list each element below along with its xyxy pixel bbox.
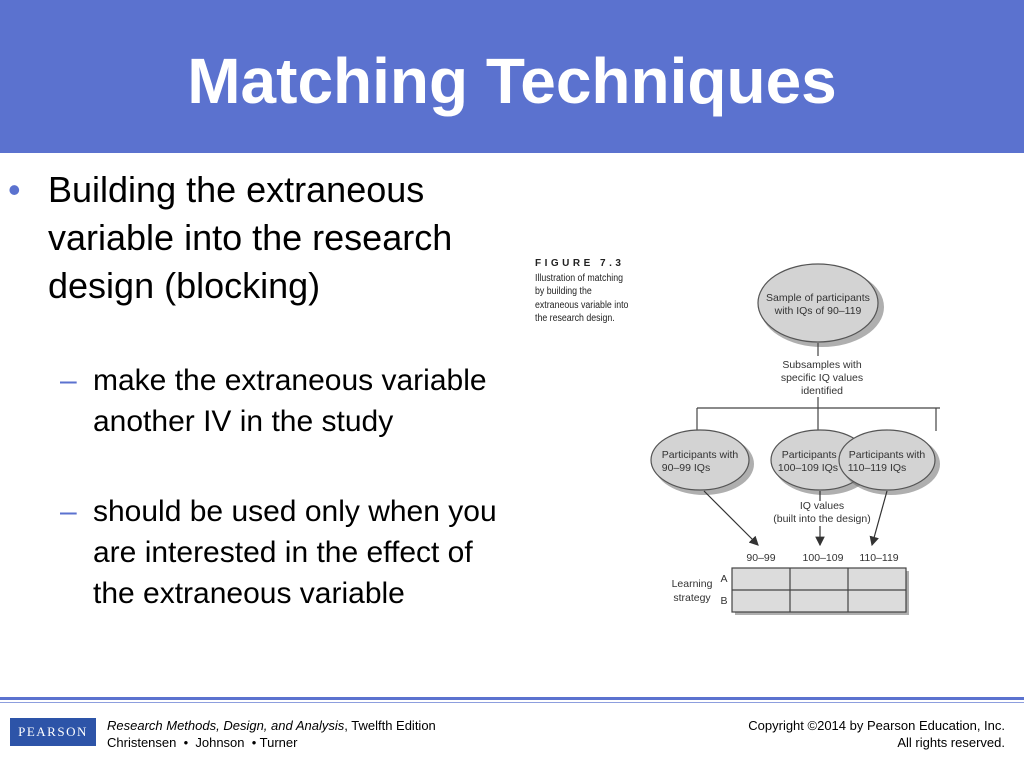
- group-oval-line1: Participants with: [662, 449, 739, 461]
- group-oval-line2: 110–119 IQs: [848, 462, 907, 474]
- book-citation: Research Methods, Design, and Analysis, …: [107, 717, 436, 751]
- copyright: Copyright ©2014 by Pearson Education, In…: [748, 717, 1005, 751]
- sub-bullet-marker: –: [60, 364, 77, 397]
- blocking-diagram: Sample of participants with IQs of 90–11…: [650, 263, 940, 615]
- figure-caption: FIGURE 7.3 Illustration of matching by b…: [535, 257, 635, 326]
- figure-caption-text: Illustration of matching by building the…: [535, 272, 629, 325]
- group-oval-110-119: [838, 429, 936, 491]
- copyright-line2: All rights reserved.: [897, 735, 1005, 750]
- book-title: Research Methods, Design, and Analysis: [107, 718, 345, 733]
- main-bullet-text: Building the extraneous variable into th…: [48, 169, 453, 306]
- arrow: [703, 490, 759, 546]
- group-oval-line1: Participants with: [849, 449, 926, 461]
- row-level-label: B: [720, 595, 727, 607]
- group-oval-90-99: [650, 429, 750, 491]
- row-factor-label-line2: strategy: [673, 592, 711, 604]
- title-bar: Matching Techniques: [0, 0, 1024, 153]
- iq-note-line2: (built into the design): [773, 513, 870, 525]
- iq-note-line1: IQ values: [800, 500, 844, 512]
- column-header: 100–109: [803, 552, 844, 564]
- sub-bullet-text: make the extraneous variable another IV …: [93, 364, 487, 438]
- pearson-logo: PEARSON: [10, 718, 96, 746]
- sub-bullet-text: should be used only when you are interes…: [93, 495, 497, 610]
- subsamples-note-line2: specific IQ values: [781, 372, 863, 384]
- row-level-label: A: [720, 573, 727, 585]
- subsamples-note-line1: Subsamples with: [782, 359, 862, 371]
- figure-label: FIGURE 7.3: [535, 258, 625, 269]
- column-header: 110–119: [859, 552, 898, 564]
- row-factor-label-line1: Learning: [672, 578, 713, 590]
- arrow: [869, 490, 888, 547]
- bullet-marker: •: [8, 169, 21, 210]
- book-title-line: Research Methods, Design, and Analysis, …: [107, 717, 436, 734]
- slide-title: Matching Techniques: [187, 45, 837, 117]
- group-oval-line2: 100–109 IQs: [778, 462, 838, 474]
- sample-oval: [757, 263, 879, 343]
- sub-bullet-marker: –: [60, 495, 77, 528]
- book-authors: Christensen • Johnson • Turner: [107, 735, 298, 750]
- subsamples-note-line3: identified: [801, 385, 843, 397]
- sample-oval-line1: Sample of participants: [766, 292, 870, 304]
- sample-oval-line2: with IQs of 90–119: [774, 305, 862, 317]
- footer-rule-thin: [0, 702, 1024, 703]
- book-edition: , Twelfth Edition: [344, 718, 436, 733]
- column-header: 90–99: [746, 552, 775, 564]
- group-oval-line2: 90–99 IQs: [662, 462, 710, 474]
- footer-rule: [0, 697, 1024, 700]
- copyright-line1: Copyright ©2014 by Pearson Education, In…: [748, 718, 1005, 733]
